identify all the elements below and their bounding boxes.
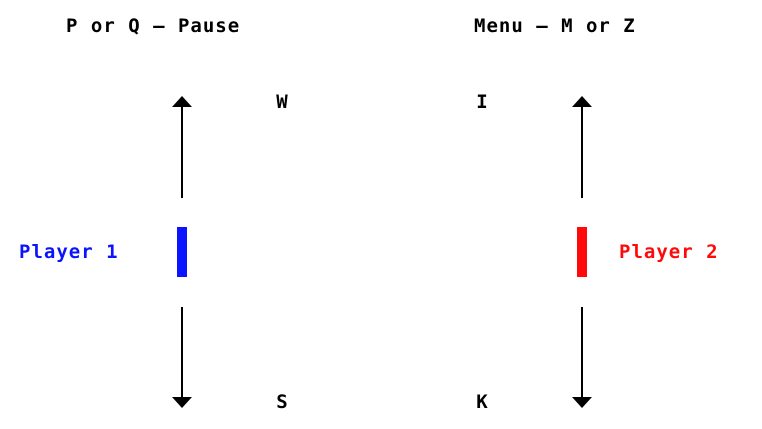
player1-down-key: S <box>276 391 288 413</box>
arrow-down-icon <box>172 307 192 408</box>
player2-paddle <box>577 227 587 277</box>
arrow-down-icon <box>572 307 592 408</box>
player1-paddle <box>177 227 187 277</box>
player2-label: Player 2 <box>619 241 719 263</box>
menu-hint: Menu — M or Z <box>474 15 636 37</box>
arrow-up-icon <box>172 96 192 198</box>
player1-up-key: W <box>276 91 288 113</box>
player2-down-key: K <box>476 391 488 413</box>
player2-up-key: I <box>476 91 488 113</box>
pause-hint: P or Q — Pause <box>66 15 241 37</box>
player1-label: Player 1 <box>19 241 119 263</box>
arrow-up-icon <box>572 96 592 198</box>
